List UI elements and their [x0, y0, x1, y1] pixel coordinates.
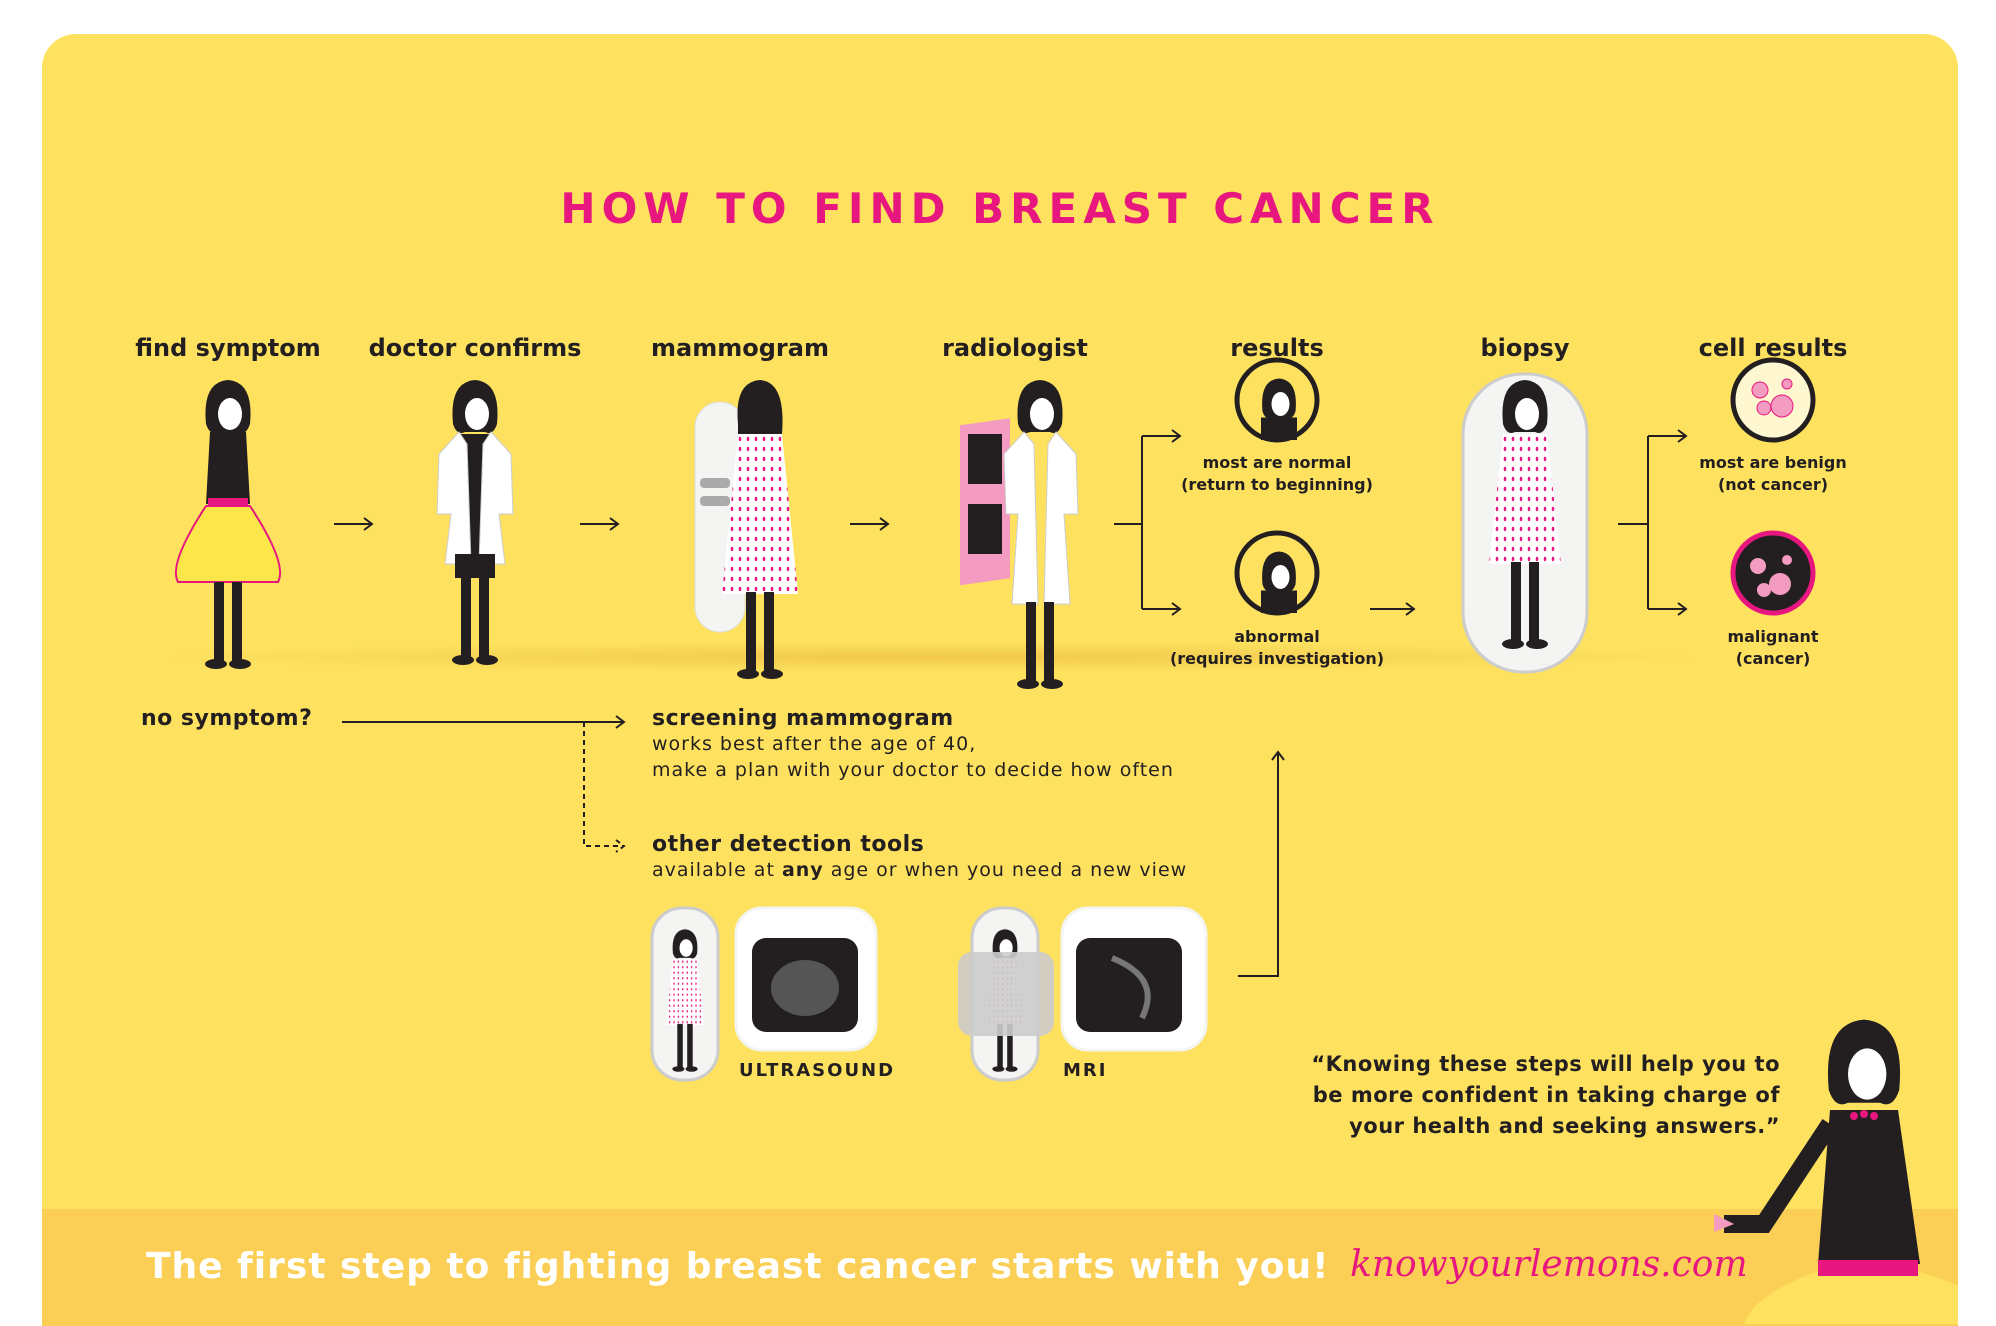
result-abnormal-line2: (requires investigation) — [1169, 649, 1385, 668]
screening-line1: works best after the age of 40, — [652, 733, 977, 755]
ultrasound-label: ULTRASOUND — [739, 1060, 896, 1081]
step-label-mammogram: mammogram — [651, 334, 829, 362]
biopsy-figure — [1461, 372, 1589, 674]
page-title: HOW TO FIND BREAST CANCER — [560, 184, 1440, 233]
flow-arrows — [334, 429, 1688, 977]
cell-benign-text: most are benign (not cancer) — [1653, 452, 1893, 496]
radiologist-figure — [960, 380, 1079, 689]
result-abnormal-line1: abnormal — [1234, 627, 1320, 646]
screening-heading: screening mammogram — [652, 706, 954, 731]
step-label-cell-results: cell results — [1698, 334, 1848, 362]
result-normal-text: most are normal (return to beginning) — [1157, 452, 1397, 496]
cell-malignant-line2: (cancer) — [1735, 649, 1811, 668]
normal-result-icon — [1234, 357, 1320, 443]
quote-line3: your health and seeking answers.” — [1349, 1114, 1780, 1138]
malignant-cells-icon — [1730, 530, 1816, 616]
abnormal-result-icon — [1234, 530, 1320, 616]
woman-symptom-figure — [174, 380, 282, 669]
other-tools-description: available at any age or when you need a … — [652, 857, 1187, 883]
mri-illustration — [958, 906, 1208, 1082]
footer-tagline: The first step to fighting breast cancer… — [146, 1246, 1330, 1287]
infographic-card: HOW TO FIND BREAST CANCER find symptom d… — [42, 34, 1958, 1326]
other-tools-post: age or when you need a new view — [823, 859, 1188, 881]
step-label-doctor-confirms: doctor confirms — [368, 334, 582, 362]
other-tools-pre: available at — [652, 859, 782, 881]
diagram-graphics — [174, 357, 1958, 1324]
step-label-results: results — [1230, 334, 1324, 362]
mammogram-figure — [694, 380, 798, 679]
footer-band — [42, 1209, 1958, 1326]
no-symptom-label: no symptom? — [141, 706, 313, 731]
doctor-figure — [436, 380, 514, 665]
cell-malignant-line1: malignant — [1727, 627, 1819, 646]
screening-line2: make a plan with your doctor to decide h… — [652, 759, 1174, 781]
quote-line1: “Knowing these steps will help you to — [1311, 1052, 1780, 1076]
cell-malignant-text: malignant (cancer) — [1653, 626, 1893, 670]
cell-benign-line2: (not cancer) — [1717, 475, 1829, 494]
ground-shadow — [152, 642, 1712, 672]
other-tools-heading: other detection tools — [652, 832, 925, 857]
ultrasound-illustration — [650, 906, 878, 1082]
footer-url-link[interactable]: knowyourlemons.com — [1350, 1244, 1748, 1285]
cell-benign-line1: most are benign — [1699, 453, 1847, 472]
other-tools-bold: any — [781, 859, 824, 881]
mascot-queen-figure — [1714, 1019, 1958, 1324]
result-normal-line1: most are normal — [1202, 453, 1352, 472]
result-normal-line2: (return to beginning) — [1181, 475, 1373, 494]
step-label-biopsy: biopsy — [1480, 334, 1570, 362]
quote: “Knowing these steps will help you to be… — [1260, 1049, 1780, 1142]
result-abnormal-text: abnormal (requires investigation) — [1157, 626, 1397, 670]
step-label-radiologist: radiologist — [942, 334, 1088, 362]
benign-cells-icon — [1730, 357, 1816, 443]
quote-line2: be more confident in taking charge of — [1312, 1083, 1780, 1107]
screening-block: screening mammogram works best after the… — [652, 706, 1174, 783]
step-label-find-symptom: find symptom — [135, 334, 321, 362]
mri-label: MRI — [1063, 1060, 1108, 1081]
other-tools-block: other detection tools available at any a… — [652, 832, 1187, 883]
